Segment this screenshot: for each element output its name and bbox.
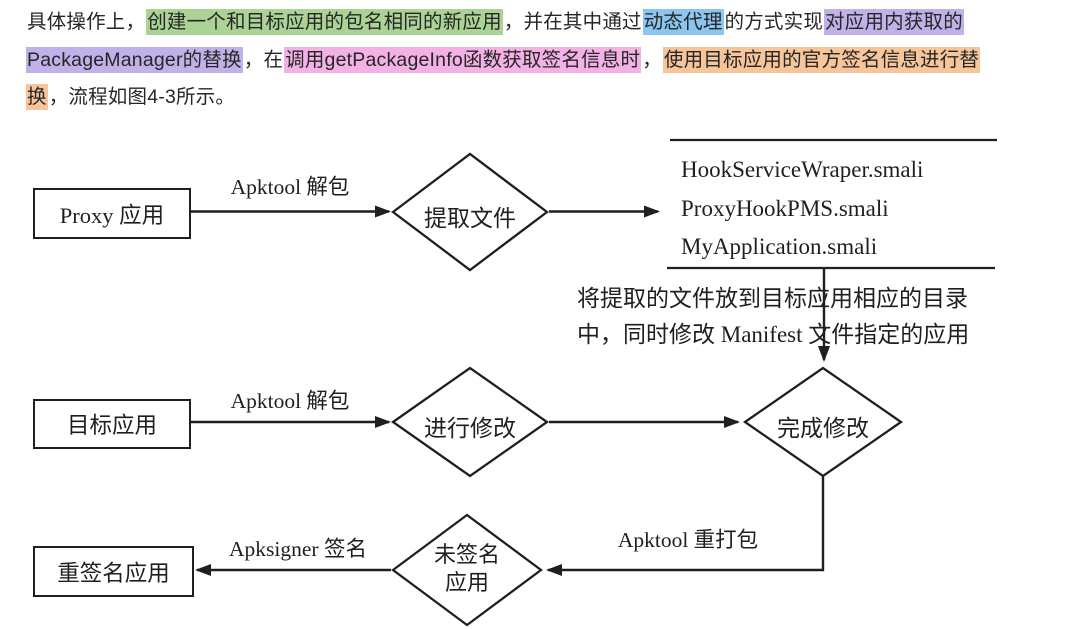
node-proxy-app: Proxy 应用 bbox=[33, 188, 191, 239]
diamond-unsigned-app bbox=[391, 513, 543, 627]
text-segment: 具体操作上， bbox=[27, 11, 146, 33]
unsigned-app-line1: 未签名 bbox=[433, 542, 500, 567]
text-segment: ，在 bbox=[243, 48, 284, 71]
diamond-modify bbox=[390, 366, 550, 478]
highlight-purple: 对应用内获取的 bbox=[824, 9, 964, 35]
diamond-extract-files-label: 提取文件 bbox=[424, 206, 516, 231]
file-list: HookServiceWraper.smali ProxyHookPMS.sma… bbox=[681, 151, 923, 267]
node-proxy-app-label: Proxy 应用 bbox=[59, 202, 165, 228]
diamond-unsigned-app-label: 未签名 应用 bbox=[397, 541, 537, 597]
unsigned-app-line2: 应用 bbox=[444, 570, 489, 595]
paragraph-line: 换，流程如图4-3所示。 bbox=[26, 79, 1066, 117]
paragraph-line: PackageManager的替换，在调用getPackageInfo函数获取签… bbox=[26, 42, 1066, 80]
text-segment: 的方式实现 bbox=[724, 11, 824, 33]
edge-label-apksigner-sign: Apksigner 签名 bbox=[229, 537, 367, 561]
highlight-pink: 调用getPackageInfo函数获取签名信息时 bbox=[284, 46, 642, 73]
paragraph-line: 具体操作上，创建一个和目标应用的包名相同的新应用，并在其中通过动态代理的方式实现… bbox=[26, 4, 1066, 42]
arrow-complete-to-unsigned bbox=[546, 476, 825, 576]
text-segment: ，并在其中通过 bbox=[503, 11, 642, 33]
highlight-orange: 换 bbox=[26, 84, 48, 110]
diamond-complete-modify-label: 完成修改 bbox=[777, 416, 869, 441]
node-resigned-app-label: 重签名应用 bbox=[57, 560, 170, 586]
node-resigned-app: 重签名应用 bbox=[33, 546, 194, 597]
file-list-caption: 将提取的文件放到目标应用相应的目录 中，同时修改 Manifest 文件指定的应… bbox=[577, 281, 1037, 353]
node-target-app-label: 目标应用 bbox=[66, 413, 157, 438]
highlight-orange: 使用目标应用的官方签名信息进行替 bbox=[662, 46, 981, 73]
diamond-extract-files bbox=[391, 152, 549, 272]
paragraph: 具体操作上，创建一个和目标应用的包名相同的新应用，并在其中通过动态代理的方式实现… bbox=[26, 4, 1066, 117]
edge-label-apktool-unpack-mid: Apktool 解包 bbox=[230, 389, 350, 413]
highlight-green: 创建一个和目标应用的包名相同的新应用 bbox=[146, 9, 503, 35]
file-item: HookServiceWraper.smali bbox=[681, 157, 924, 182]
diamond-modify-label: 进行修改 bbox=[424, 416, 516, 441]
node-target-app: 目标应用 bbox=[33, 399, 191, 449]
caption-line1: 将提取的文件放到目标应用相应的目录 bbox=[577, 286, 968, 311]
caption-line2: 中，同时修改 Manifest 文件指定的应用 bbox=[577, 322, 970, 347]
text-segment: ， bbox=[642, 48, 662, 71]
highlight-purple: PackageManager的替换 bbox=[26, 46, 243, 73]
highlight-blue: 动态代理 bbox=[642, 9, 724, 35]
edge-label-apktool-unpack-top: Apktool 解包 bbox=[230, 175, 350, 199]
edge-label-apktool-repack: Apktool 重打包 bbox=[617, 528, 759, 552]
text-segment: ，流程如图4-3所示。 bbox=[48, 86, 236, 108]
diamond-complete-modify bbox=[742, 366, 904, 478]
file-item: ProxyHookPMS.smali bbox=[681, 195, 889, 221]
file-item: MyApplication.smali bbox=[681, 234, 878, 259]
